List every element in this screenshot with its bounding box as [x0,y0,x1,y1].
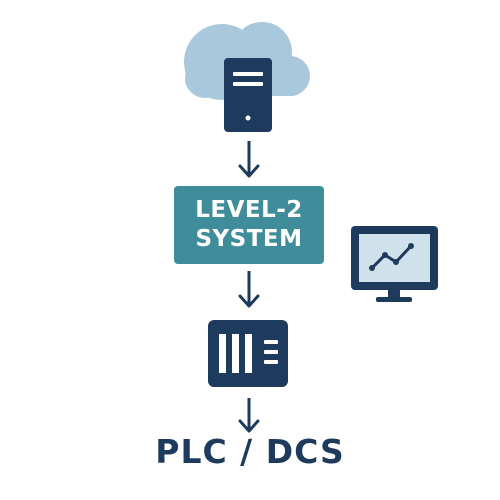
level2-system-box: LEVEL-2 SYSTEM [174,186,324,264]
level2-line2: SYSTEM [195,226,303,252]
arrow-down-icon [238,398,260,433]
level2-line1: LEVEL-2 [195,197,303,223]
arrow-down-icon [238,141,260,178]
plc-dcs-label: PLC / DCS [155,432,345,471]
server-icon [224,58,272,132]
plc-rack-icon [208,320,288,387]
monitor-chart-icon [351,226,438,302]
cloud-icon [184,22,310,100]
arrow-down-icon [238,271,260,308]
